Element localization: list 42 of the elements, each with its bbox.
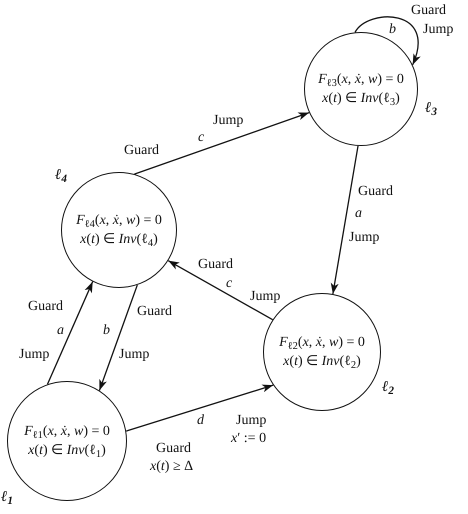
edge-label: c	[198, 129, 204, 147]
arrow	[354, 16, 420, 66]
transition-annotation: Jump	[423, 21, 454, 39]
location-label: ℓ$_{3}$	[425, 99, 438, 117]
flow-equation: F$_{ℓ1}$(x, ẋ, w) = 0	[24, 423, 110, 441]
location-label: ℓ$_{2}$	[382, 378, 394, 396]
invariant-condition: x(t) ∈ Inv(ℓ$_{3}$)	[322, 90, 400, 108]
transition-annotation: Jump	[236, 412, 266, 430]
edge-label: c	[226, 275, 232, 293]
flow-equation: F$_{ℓ2}$(x, ẋ, w) = 0	[279, 334, 365, 352]
edge-label: a	[355, 205, 362, 223]
arrow	[126, 384, 274, 432]
transition-annotation: Jump	[250, 288, 280, 306]
edge-label: b	[389, 21, 396, 39]
invariant-condition: x(t) ∈ Inv(ℓ$_{4}$)	[80, 231, 158, 249]
transition-annotation: Jump	[349, 229, 380, 247]
invariant-condition: x(t) ∈ Inv(ℓ$_{1}$)	[28, 442, 106, 460]
arrow	[98, 284, 138, 391]
invariant-condition: x(t) ∈ Inv(ℓ$_{2}$)	[283, 353, 361, 371]
transition-annotation: Jump	[19, 346, 50, 364]
transition-annotation: x(t) ≥ Δ	[150, 458, 194, 476]
edge-label: b	[103, 322, 110, 340]
transition-annotation: Jump	[213, 112, 244, 130]
arrow	[46, 281, 94, 385]
edge-label: a	[57, 322, 64, 340]
transition-annotation: Jump	[119, 346, 150, 364]
location-label: ℓ$_{1}$	[1, 488, 14, 506]
flow-equation: F$_{ℓ3}$(x, ẋ, w) = 0	[318, 71, 404, 89]
transition-annotation: Guard	[124, 142, 159, 160]
transition-annotation: Guard	[198, 256, 233, 274]
transition-annotation: Guard	[28, 298, 63, 316]
arrow	[134, 112, 310, 175]
flow-equation: F$_{ℓ4}$(x, ẋ, w) = 0	[76, 212, 162, 230]
location-label: ℓ$_{4}$	[55, 166, 68, 184]
arrow	[330, 146, 359, 294]
edge-label: d	[197, 412, 204, 430]
transition-annotation: Guard	[411, 2, 446, 20]
transition-annotation: x′ := 0	[231, 430, 266, 448]
arrow	[168, 260, 273, 320]
transition-annotation: Guard	[156, 440, 191, 458]
transition-annotation: Guard	[358, 183, 393, 201]
transition-annotation: Guard	[137, 303, 172, 321]
